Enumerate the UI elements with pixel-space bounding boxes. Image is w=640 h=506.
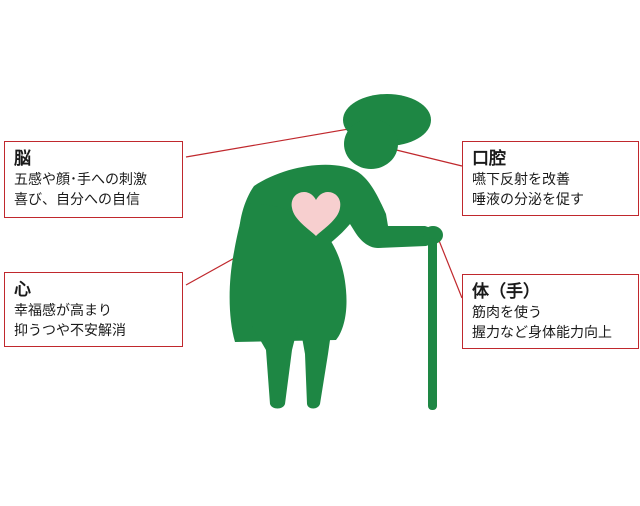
callout-body-line-1: 筋肉を使う — [472, 305, 542, 321]
callout-brain-line-1: 五感や顔･手への刺激 — [14, 172, 147, 188]
callout-heart: 心 幸福感が高まり 抑うつや不安解消 — [4, 272, 183, 347]
connector-body — [437, 237, 463, 299]
callout-mouth-line-1: 嚥下反射を改善 — [472, 172, 570, 188]
head — [344, 119, 398, 169]
callout-brain-line-2: 喜び、自分への自信 — [14, 192, 140, 208]
hand — [423, 226, 443, 244]
dress — [229, 203, 347, 342]
callout-brain: 脳 五感や顔･手への刺激 喜び、自分への自信 — [4, 141, 183, 218]
callout-mouth-line-2: 唾液の分泌を促す — [472, 192, 584, 208]
callout-body: 体（手） 筋肉を使う 握力など身体能力向上 — [462, 274, 639, 349]
callout-mouth: 口腔 嚥下反射を改善 唾液の分泌を促す — [462, 141, 639, 216]
callout-body-line-2: 握力など身体能力向上 — [472, 325, 612, 341]
callout-heart-line-2: 抑うつや不安解消 — [14, 323, 126, 339]
callout-heart-title: 心 — [14, 280, 31, 300]
callout-brain-title: 脳 — [14, 149, 31, 169]
figure-silhouette — [229, 94, 443, 410]
callout-mouth-title: 口腔 — [472, 149, 506, 169]
callout-heart-line-1: 幸福感が高まり — [14, 303, 112, 319]
front-leg — [300, 326, 332, 409]
callout-body-title: 体（手） — [472, 282, 540, 302]
cane — [428, 238, 437, 410]
connector-brain — [185, 124, 373, 158]
heart-icon — [291, 192, 341, 236]
back-leg — [252, 326, 298, 409]
